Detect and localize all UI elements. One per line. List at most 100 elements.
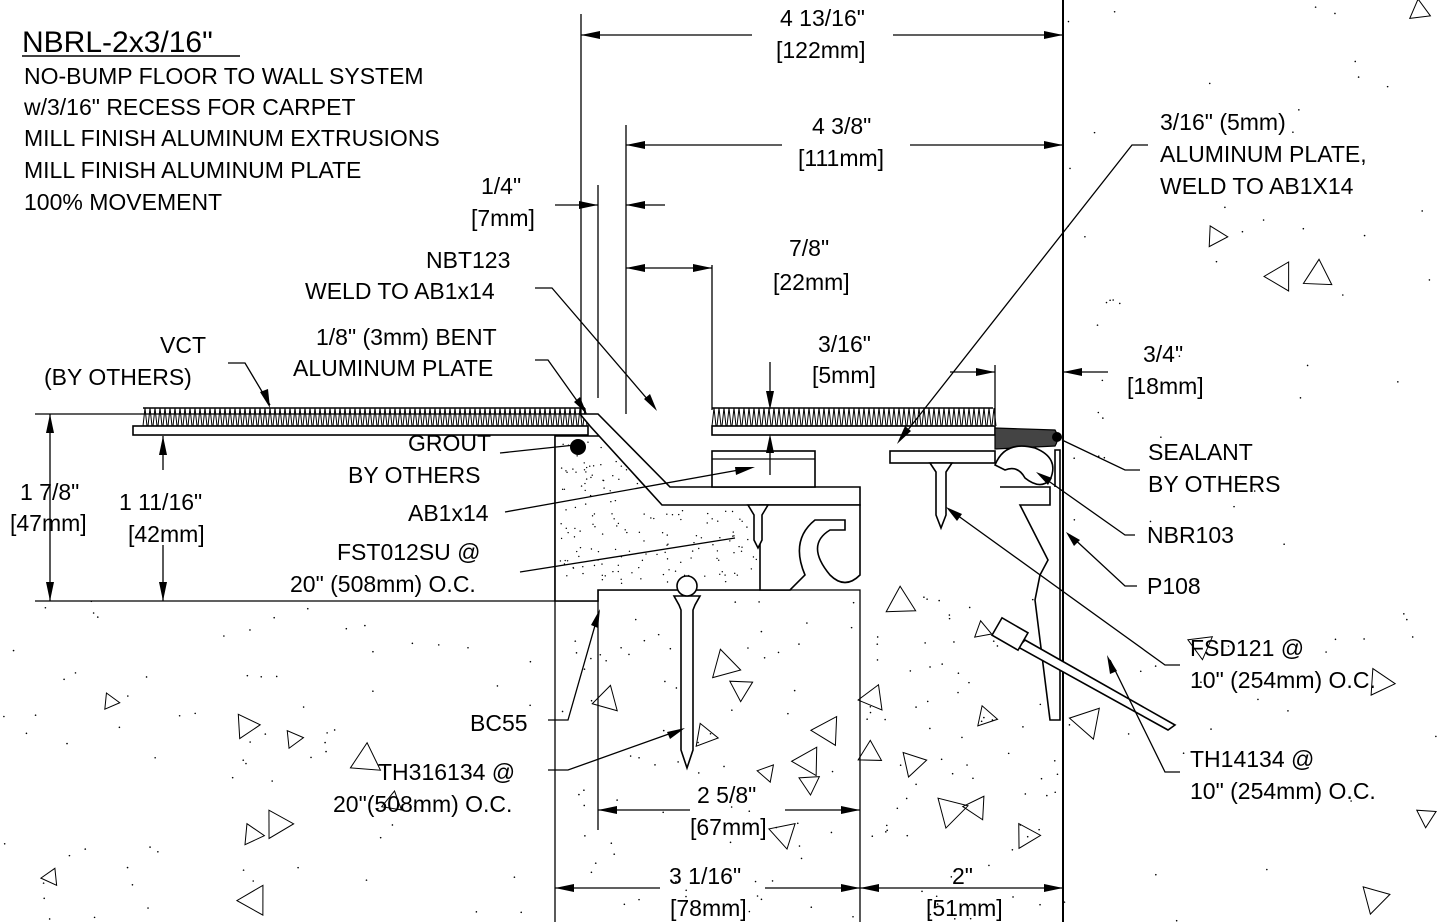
carpet-fiber bbox=[277, 407, 283, 427]
speckle bbox=[613, 853, 616, 855]
speckle bbox=[929, 666, 931, 668]
carpet-fiber bbox=[337, 407, 343, 427]
drawing-title: NBRL-2x3/16" bbox=[22, 26, 213, 59]
speckle bbox=[147, 907, 149, 909]
grout-speck bbox=[587, 441, 589, 443]
grout-speck bbox=[656, 553, 658, 556]
speckle bbox=[605, 659, 607, 662]
carpet-fiber bbox=[766, 407, 772, 427]
speckle bbox=[1067, 20, 1070, 23]
speckle bbox=[520, 911, 523, 914]
speckle bbox=[1363, 638, 1365, 640]
grout-speck bbox=[700, 537, 703, 539]
speckle bbox=[940, 758, 943, 761]
speckle bbox=[760, 630, 763, 633]
speckle bbox=[437, 644, 440, 646]
callout-bent-plate-2: ALUMINUM PLATE bbox=[293, 355, 493, 381]
speckle bbox=[1342, 294, 1344, 296]
speckle bbox=[1007, 752, 1010, 755]
speckle bbox=[574, 640, 577, 642]
speckle bbox=[1101, 379, 1104, 382]
carpet-fiber bbox=[252, 407, 258, 427]
carpet-fiber bbox=[162, 407, 168, 427]
speckle bbox=[629, 755, 632, 757]
grout-speck bbox=[591, 515, 594, 517]
carpet-fiber bbox=[547, 407, 553, 427]
speckle bbox=[310, 756, 312, 759]
speckle bbox=[324, 741, 326, 744]
callout-bent-plate-1: 1/8" (3mm) BENT bbox=[316, 324, 497, 350]
aggregate-triangle bbox=[790, 746, 818, 777]
carpet-fiber bbox=[147, 407, 153, 427]
grout-speck bbox=[681, 510, 684, 512]
aggregate-triangle bbox=[711, 648, 742, 679]
speckle bbox=[154, 756, 156, 759]
carpet-fiber bbox=[871, 407, 877, 427]
aggregate-triangle bbox=[1302, 258, 1333, 286]
aggregate-triangle bbox=[728, 680, 754, 703]
callout-fsd121-2: 10" (254mm) O.C. bbox=[1190, 667, 1376, 693]
speckle bbox=[271, 780, 273, 782]
callout-sealant-1: SEALANT bbox=[1148, 439, 1253, 465]
dim-9-in: 2 5/8" bbox=[697, 782, 756, 808]
carpet-fiber bbox=[756, 407, 762, 427]
carpet-fiber bbox=[961, 407, 967, 427]
speckle bbox=[364, 624, 366, 627]
speckle bbox=[1154, 665, 1157, 667]
speckle bbox=[935, 895, 938, 898]
speckle bbox=[988, 864, 990, 867]
speckle bbox=[1241, 230, 1244, 233]
grout-speck bbox=[717, 520, 719, 522]
carpet-fiber bbox=[182, 407, 188, 427]
carpet-fiber bbox=[192, 407, 198, 427]
carpet-fiber bbox=[407, 407, 413, 427]
speckle bbox=[723, 765, 725, 768]
carpet-fiber bbox=[207, 407, 213, 427]
speckle bbox=[1097, 411, 1100, 414]
carpet-fiber bbox=[282, 407, 288, 427]
speckle bbox=[1012, 896, 1014, 898]
carpet-fiber bbox=[292, 407, 298, 427]
speckle bbox=[938, 599, 940, 602]
carpet-fiber bbox=[372, 407, 378, 427]
grout-speck bbox=[565, 527, 567, 530]
aggregate-triangle bbox=[39, 867, 58, 887]
speckle bbox=[915, 783, 917, 786]
carpet-fiber bbox=[726, 407, 732, 427]
grout-speck bbox=[601, 533, 604, 535]
carpet-fiber bbox=[152, 407, 158, 427]
th14134-screw bbox=[990, 616, 1177, 731]
speckle bbox=[806, 622, 808, 624]
dim-9-mm: [67mm] bbox=[690, 814, 767, 840]
speckle bbox=[1024, 793, 1027, 795]
grout-speck bbox=[591, 474, 593, 476]
carpet-fiber bbox=[796, 407, 802, 427]
carpet-fiber bbox=[227, 407, 233, 427]
aggregate-triangle bbox=[857, 683, 883, 711]
speckle bbox=[1069, 167, 1071, 170]
speckle bbox=[1031, 598, 1034, 601]
carpet-fiber bbox=[177, 407, 183, 427]
carpet-fiber bbox=[761, 407, 767, 427]
carpet-fiber bbox=[467, 407, 473, 427]
speckle bbox=[1149, 520, 1152, 523]
speckle bbox=[1334, 12, 1336, 15]
speckle bbox=[1266, 868, 1268, 871]
speckle bbox=[1011, 848, 1014, 851]
speckle bbox=[84, 848, 87, 850]
speckle bbox=[1306, 364, 1309, 367]
speckle bbox=[1314, 6, 1317, 8]
note-5: 100% MOVEMENT bbox=[24, 189, 222, 215]
speckle bbox=[953, 918, 956, 920]
speckle bbox=[850, 626, 853, 629]
carpet-fiber bbox=[926, 407, 932, 427]
speckle bbox=[1096, 324, 1099, 326]
speckle bbox=[756, 895, 759, 897]
callout-fsd121-1: FSD121 @ bbox=[1190, 635, 1304, 661]
carpet-fiber bbox=[327, 407, 333, 427]
speckle bbox=[1056, 773, 1059, 776]
aggregate-triangle bbox=[902, 751, 928, 778]
aggregate-triangle bbox=[1370, 667, 1397, 696]
carpet-fiber bbox=[172, 407, 178, 427]
speckle bbox=[145, 676, 148, 678]
